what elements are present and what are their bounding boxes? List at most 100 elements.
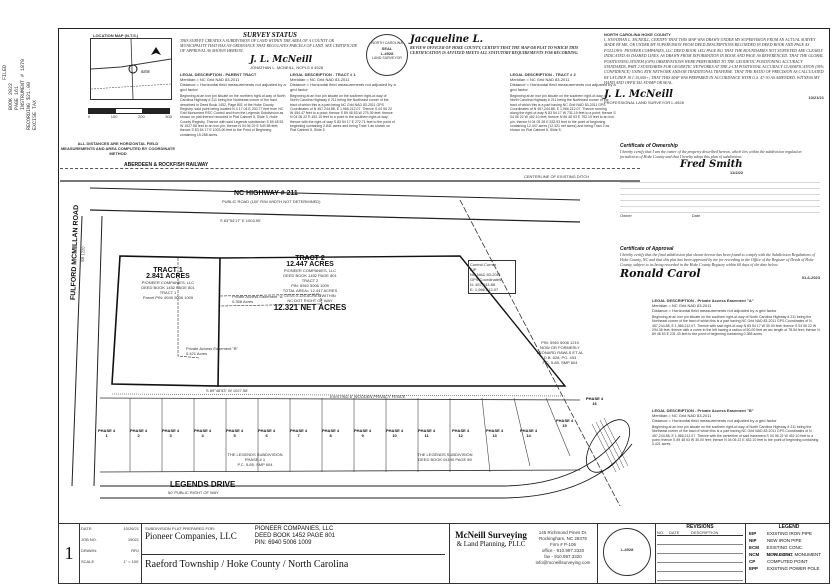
tract2-note: TOTAL AREA= 12.447 ACRES (282, 288, 338, 293)
review-officer-signature: Jacqueline L. (410, 34, 484, 45)
description-meridian: Meridian = NC Grid NAD 83-2011 (290, 77, 350, 82)
site-label: SITE (141, 69, 150, 74)
contact-line: fax - 910.997.3320 (544, 554, 582, 559)
certificate-of-approval: Certificate of Approval I hereby certify… (620, 246, 820, 280)
lot-number: 16 (592, 401, 597, 406)
legal-description-easement-b: LEGAL DESCRIPTION - Private Access Easem… (652, 408, 822, 446)
adjoining-owner-line: PIN: 5940 5006 1219 (541, 340, 579, 345)
tract2-owner-line: PIONEER COMPANIES, LLC (283, 268, 337, 273)
seal-text: NORTH CAROLINA (371, 41, 403, 45)
scale-bar: 0 100 200 300 (88, 108, 178, 138)
certificate-of-ownership: Certificate of Ownership I hereby certif… (620, 143, 820, 218)
road-west-line (71, 215, 83, 487)
certificate-signature: J. L. McNeill (604, 88, 673, 100)
address-line: Rockingham, NC 28379 (539, 536, 587, 541)
lot-number: 3 (169, 433, 172, 438)
lot-phase: PHASE 4 (290, 428, 308, 433)
bearing-label: S 83°54'17" E 1003.90' (220, 218, 262, 223)
description-note: Distance = Horizontal field measurements… (652, 418, 777, 423)
ditch-label: CENTERLINE OF EXISTING DITCH (524, 174, 590, 179)
control-line: GPS Coordinates (470, 277, 502, 282)
certificate-header: NORTH CAROLINA HOKE COUNTY (604, 32, 671, 37)
description-title: LEGAL DESCRIPTION - TRACT # 1 (290, 72, 356, 77)
legends-sub-line: P.C. 5-85, SMP 604 (237, 462, 273, 467)
certificate-text: I, JONATHAN L. MCNEILL, CERTIFY THAT THI… (604, 37, 824, 86)
lot-phase: PHASE 4 (586, 396, 604, 401)
company-sub: & Land Planning, PLLC (456, 540, 526, 548)
lot-phase: PHASE 4 (130, 428, 148, 433)
owner-label: Owner (620, 213, 632, 218)
legends-subdivision-2-label: THE LEGENDS SUBDIVISION DEED BOOK 04190 … (400, 452, 490, 462)
survey-status-title: SURVEY STATUS (243, 31, 297, 39)
lot-number: 9 (361, 433, 364, 438)
approval-text: I hereby certify that the final subdivis… (620, 252, 815, 267)
distance-note: ALL DISTANCES ARE HORIZONTAL FIELD MEASU… (58, 141, 178, 156)
east-boundary-line (459, 199, 621, 506)
scale-tick: 300 (165, 114, 172, 119)
location-map-title: LOCATION MAP (N.T.S.) (93, 33, 139, 38)
client-name: Pioneer Companies, LLC (145, 531, 237, 541)
control-line: Control Corner (470, 262, 497, 267)
lot-phase: PHASE 4 (418, 428, 436, 433)
recording-line: EXCISE TAX (32, 99, 38, 130)
railway: ABERDEEN & ROCKFISH RAILWAY CENTERLINE O… (60, 162, 640, 186)
address-line: Firm # P-106 (549, 542, 576, 547)
subdivision-label: SUBDIVISION PLAT PREPARED FOR: (145, 526, 216, 531)
certificate-sig-label: PROFESSIONAL LAND SURVEYOR L-4928 (604, 99, 684, 105)
owner-date-label: Date (691, 213, 701, 218)
surveyor-name: JONATHAN L. MCNEILL, NCPLS # 4928 (250, 65, 324, 70)
lot-number: 7 (297, 433, 300, 438)
description-meridian: Meridian = NC Grid NAD 83-2011 (652, 303, 712, 308)
company-block: McNeill Surveying & Land Planning, PLLC (451, 530, 531, 548)
lot-number: 14 (526, 433, 531, 438)
job-value: 19021 (127, 537, 139, 542)
tract2-boundary (218, 255, 567, 387)
recording-line: FILED (2, 64, 8, 80)
distance-note-line: ALL DISTANCES ARE HORIZONTAL FIELD (77, 141, 159, 146)
ownership-date: 11/2/22 (730, 170, 744, 175)
tract2-name: TRACT 2 (295, 255, 325, 262)
description-title: LEGAL DESCRIPTION - PARENT TRACT (180, 72, 257, 77)
revision-row (657, 554, 743, 563)
lot-phase: PHASE 4 (322, 428, 340, 433)
fence-label: EXISTING 6' WOODEN PRIVACY FENCE (330, 394, 406, 399)
tract1-acres: 2.841 ACRES (146, 273, 190, 280)
lot-number: 6 (265, 433, 268, 438)
revisions-title: REVISIONS (686, 524, 714, 530)
legends-drive-line (100, 435, 621, 487)
lot-number: 15 (562, 423, 567, 428)
drawn-label: DRAWN: (81, 548, 98, 553)
lot-number: 8 (329, 433, 332, 438)
lot-phase: PHASE 4 (386, 428, 404, 433)
drawn-value: RRJ (131, 548, 139, 553)
date-label: DATE: (81, 526, 93, 531)
address-line: 145 Richmond Pines Dr. (538, 530, 588, 535)
easement-a-label: Private Access Easement "A" 0.358 Acres (232, 294, 284, 304)
description-meridian: Meridian = NC Grid NAD 83-2011 (180, 77, 240, 82)
contact-line: info@mcneillsurveying.com (535, 560, 591, 565)
lot-phase: PHASE 4 (354, 428, 372, 433)
date-value: 10/26/21 (123, 526, 139, 531)
site-marker (128, 64, 138, 74)
job-info: DATE:10/26/21 JOB NO.19021 DRAWN:RRJ SCA… (81, 526, 139, 564)
lot-phase: PHASE 4 (520, 428, 538, 433)
seal-text: SEAL (381, 46, 393, 51)
lot-number: 13 (492, 433, 497, 438)
job-label: JOB NO. (81, 537, 98, 542)
easement-b-line (177, 258, 201, 359)
owner-signature-lines (620, 177, 820, 213)
bearing-label: S 89°48'53" W 1027.58' (206, 388, 249, 393)
easement-b-label: Private Access Easement "B" 0.421 Acres (186, 346, 238, 356)
highway-sub-label: PUBLIC ROAD (100' R/W WIDTH NOT DETERMIN… (222, 199, 321, 204)
rev-header: DESCRIPTION (691, 530, 719, 535)
lot-number: 5 (233, 433, 236, 438)
tract1-owner-line: Parcel PIN: 6940 5006 1009 (142, 295, 194, 300)
